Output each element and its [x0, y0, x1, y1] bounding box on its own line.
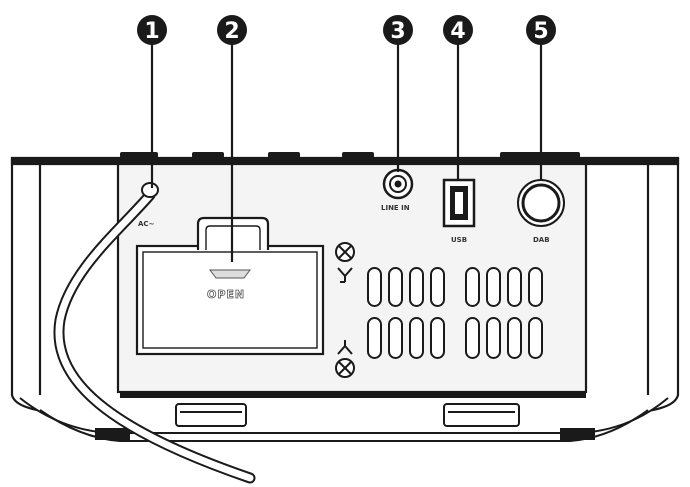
vent-slot — [367, 317, 382, 359]
usb-port — [442, 178, 476, 228]
battery-compartment: OPEN — [135, 216, 325, 356]
line-in-jack — [382, 168, 414, 200]
vent-slot — [465, 317, 480, 359]
usb-label: USB — [451, 236, 467, 244]
callout-3: 3 — [383, 15, 413, 45]
open-label: OPEN — [207, 288, 245, 301]
screw-icon — [335, 242, 355, 262]
vent-slot — [465, 267, 480, 307]
vent-slot — [409, 317, 424, 359]
vent-slot — [528, 267, 543, 307]
vent-slot — [486, 317, 501, 359]
vent-slot — [388, 317, 403, 359]
foot-right — [443, 403, 520, 427]
dab-antenna-socket — [517, 179, 565, 227]
callout-number: 4 — [450, 19, 465, 44]
callout-1: 1 — [137, 15, 167, 45]
top-ridge — [120, 152, 580, 158]
callout-number: 2 — [224, 19, 239, 44]
vent-slot — [507, 267, 522, 307]
vent-slots — [367, 267, 543, 359]
vent-slot — [430, 267, 445, 307]
vent-slot — [430, 317, 445, 359]
callout-4: 4 — [443, 15, 473, 45]
foot-left — [175, 403, 247, 427]
callout-2: 2 — [217, 15, 247, 45]
vent-slot — [528, 317, 543, 359]
callout-leaders — [150, 44, 543, 262]
callout-number: 3 — [390, 19, 405, 44]
feet — [175, 403, 520, 427]
line-in-label: LINE IN — [381, 204, 410, 212]
callout-number: 1 — [144, 19, 159, 44]
vent-slot — [507, 317, 522, 359]
ac-inlet — [141, 182, 159, 198]
callout-number: 5 — [533, 19, 548, 44]
dab-label: DAB — [533, 236, 550, 244]
ac-power-cord — [53, 189, 256, 484]
ac-label: AC~ — [138, 220, 155, 228]
vent-slot — [409, 267, 424, 307]
callout-5: 5 — [526, 15, 556, 45]
arrow-down-icon — [337, 340, 353, 355]
vent-slot — [388, 267, 403, 307]
arrow-up-icon — [337, 267, 353, 283]
screw-icon — [335, 358, 355, 378]
vent-slot — [486, 267, 501, 307]
vent-slot — [367, 267, 382, 307]
rear-panel-lip — [120, 392, 586, 398]
